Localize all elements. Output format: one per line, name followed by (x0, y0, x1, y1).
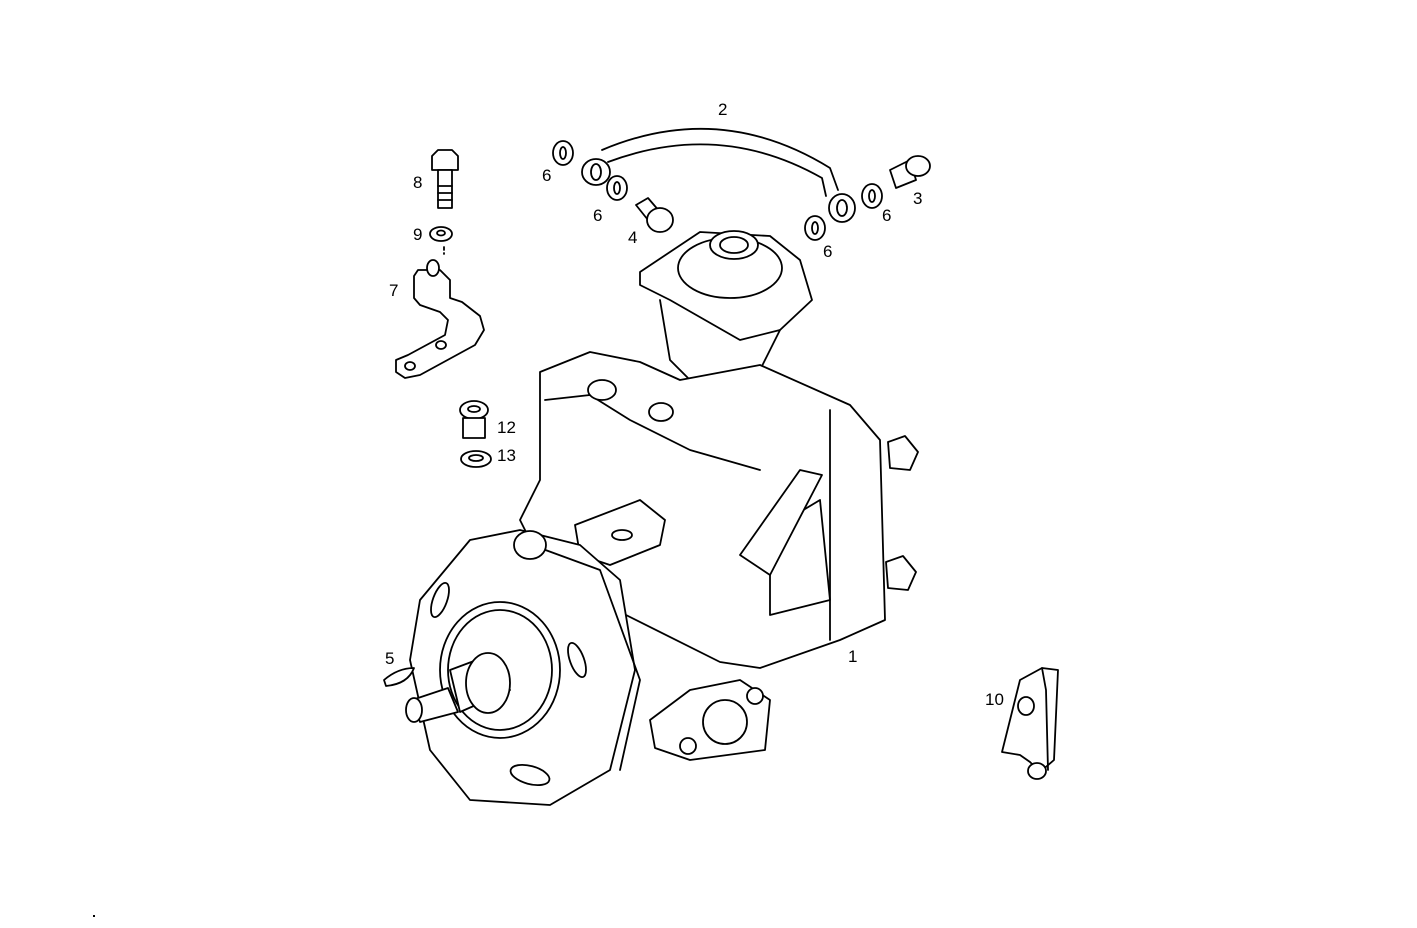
stray-dot (93, 915, 95, 917)
bracket-7-drawing (395, 259, 485, 379)
callout-1: 1 (848, 647, 858, 666)
callout-10: 10 (985, 690, 1004, 709)
callout-4: 4 (628, 228, 638, 247)
callout-5: 5 (385, 649, 395, 668)
banjo-bolt-4-drawing (635, 197, 674, 233)
callout-13: 13 (497, 446, 516, 465)
callout-6b: 6 (593, 206, 603, 225)
support-bracket-10-drawing (1001, 667, 1059, 780)
fuel-return-pipe-drawing (581, 127, 856, 223)
injection-pump-body-drawing (383, 230, 919, 806)
plug-12-seal-13-drawing (459, 400, 492, 468)
hex-bolt-8-drawing (431, 149, 459, 209)
washer-9-drawing (429, 226, 453, 255)
callout-3: 3 (913, 189, 923, 208)
callout-12: 12 (497, 418, 516, 437)
callout-8: 8 (413, 173, 423, 192)
callout-2: 2 (718, 100, 728, 119)
callout-6d: 6 (882, 206, 892, 225)
callout-7: 7 (389, 281, 399, 300)
sealing-washers-drawing (552, 140, 883, 241)
banjo-bolt-3-drawing (889, 155, 931, 189)
callout-6c: 6 (823, 242, 833, 261)
callout-6a: 6 (542, 166, 552, 185)
callout-9: 9 (413, 225, 423, 244)
